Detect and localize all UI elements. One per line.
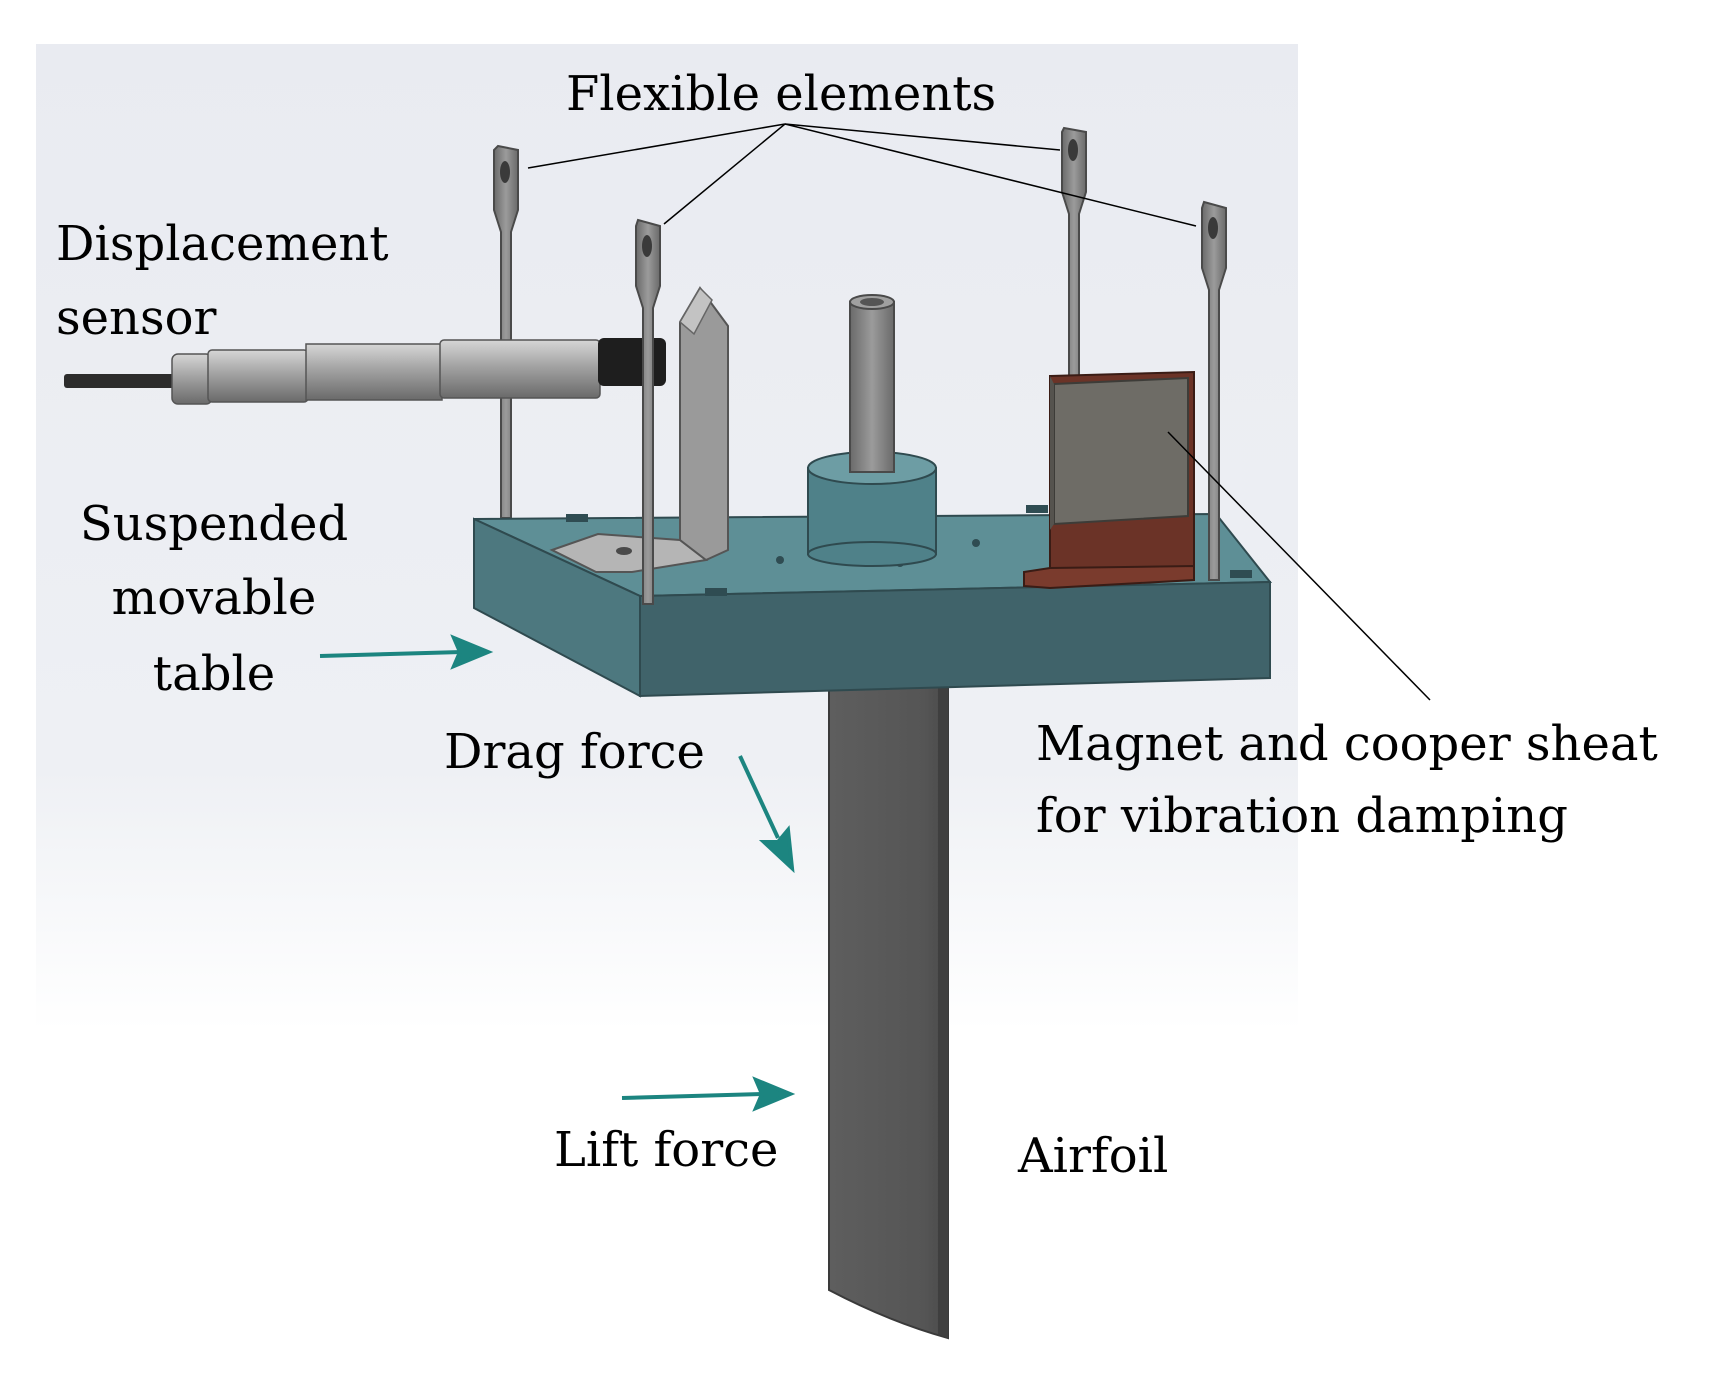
label-displacement-sensor-line2: sensor <box>56 290 216 346</box>
displacement-sensor <box>64 338 666 405</box>
label-flexible-elements: Flexible elements <box>566 66 996 122</box>
central-hub <box>807 294 937 567</box>
label-lift-force: Lift force <box>554 1122 778 1178</box>
label-magnet-line2: for vibration damping <box>1036 788 1568 844</box>
label-suspended-line3: table <box>153 646 275 702</box>
label-suspended-line2: movable <box>112 570 317 626</box>
l-bracket <box>549 286 729 573</box>
arrow-suspended-table <box>319 634 494 670</box>
leader-lines <box>527 123 1431 701</box>
table-front <box>639 580 1271 698</box>
label-drag-force: Drag force <box>444 724 705 780</box>
magnet-copper-assembly <box>1023 370 1195 590</box>
label-displacement-sensor-line1: Displacement <box>56 216 389 272</box>
label-airfoil: Airfoil <box>1017 1128 1168 1184</box>
arrow-drag-force <box>738 755 795 874</box>
airfoil-body <box>828 649 949 1340</box>
label-suspended-line1: Suspended <box>80 496 348 552</box>
arrow-lift-force <box>621 1076 796 1112</box>
flex-element-front-right <box>1201 200 1227 581</box>
flex-element-front-left <box>635 218 661 605</box>
label-magnet-line1: Magnet and cooper sheat <box>1036 716 1658 772</box>
background-panel <box>36 44 1298 1359</box>
